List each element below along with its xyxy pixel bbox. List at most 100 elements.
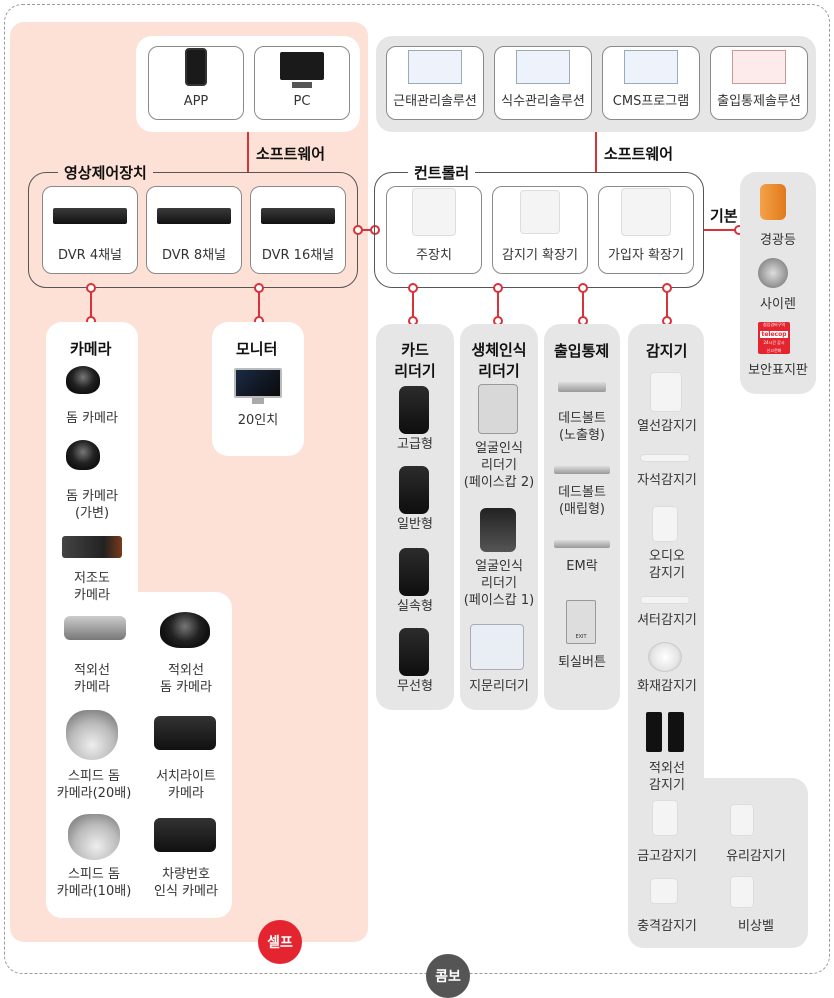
controller-card: 가입자 확장기 [598,186,694,274]
detector-item-label: 충격감지기 [637,919,697,934]
floorplan-icon [732,50,786,84]
searchlight-camera-icon [154,716,216,750]
dvr-label: DVR 16채널 [261,248,335,263]
em-lock-icon [554,540,610,548]
combo-badge: 콤보 [426,954,470,998]
connector-line [666,292,668,322]
deadbolt-flush-icon [554,466,610,474]
monitor-icon [234,368,282,398]
bio-reader-label: 얼굴인식 리더기 (페이스캅 1) [463,559,535,608]
subscriber-expander-icon [621,188,671,236]
dvr-card: DVR 16채널 [250,186,346,274]
video-control-title: 영상제어장치 [58,162,153,183]
app-card: APP [148,46,244,120]
card-reader-label: 실속형 [397,599,433,614]
face-reader-icon [478,384,518,434]
camera-item-label: 저조도 카메라 [74,571,110,603]
pc-card: PC [254,46,350,120]
combo-zone-border [4,4,830,974]
detector-item-label: 비상벨 [738,919,774,934]
pc-label: PC [293,94,311,109]
exit-button-text: EXIT [575,634,587,640]
detector-item-label: 금고감지기 [637,849,697,864]
controller-group [374,172,704,288]
siren-icon [758,258,788,288]
detector-item-label: 열선감지기 [637,419,697,434]
camera-item-label: 차량번호 인식 카메라 [154,867,218,899]
connector-dot [370,225,380,235]
software-label-left: 소프트웨어 [256,145,326,163]
sign-text: 24시간 감시 [763,340,785,346]
camera-item-label: 스피드 돔 카메라(10배) [56,867,132,899]
card-reader-title: 카드 리더기 [394,341,436,380]
connector-line [704,229,740,231]
connector-line [412,292,414,322]
infrared-dome-camera-icon [160,612,210,648]
controller-card: 주장치 [386,186,482,274]
camera-item-label: 적외선 돔 카메라 [160,663,212,695]
speed-dome-camera-10x-icon [68,814,120,860]
camera-item-label: 돔 카메라 [66,411,118,426]
camera-title: 카메라 [70,340,112,358]
software-label-right: 소프트웨어 [604,145,674,163]
monitor-title: 모니터 [236,340,278,358]
controller-label: 감지기 확장기 [502,248,578,263]
app-label: APP [183,94,209,109]
monitor-stand-icon [252,398,264,404]
basic-item-label: 보안표지판 [748,363,808,378]
dvr-icon [157,208,231,224]
pir-detector-icon [650,372,682,412]
fingerprint-reader-icon [470,624,524,670]
dvr-label: DVR 4채널 [57,248,123,263]
bio-reader-title: 생체인식 리더기 [471,341,527,380]
software-screen-icon [516,50,570,84]
card-reader-icon [399,548,429,596]
dome-camera-icon [66,366,100,394]
card-reader-label: 무선형 [397,679,433,694]
fire-detector-icon [648,642,682,672]
detector-item-label: 유리감지기 [726,849,786,864]
detector-expander-icon [520,190,560,234]
exit-button-icon: EXIT [566,600,596,644]
deadbolt-exposed-icon [558,382,606,392]
infrared-camera-icon [64,616,126,640]
card-reader-icon [399,628,429,676]
camera-item-label: 적외선 카메라 [74,663,110,695]
monitor-stand-icon [292,82,312,88]
controller-title: 컨트롤러 [408,162,476,183]
access-item-label: EM락 [566,559,598,574]
camera-item-label: 스피드 돔 카메라(20배) [56,769,132,801]
access-item-label: 퇴실버튼 [558,655,606,670]
detector-title: 감지기 [646,342,688,360]
varifocal-dome-camera-icon [66,440,100,470]
detector-item-label: 오디오 감지기 [649,549,685,581]
main-unit-icon [412,188,456,236]
connector-line [595,132,597,172]
solution-card-meal: 식수관리솔루션 [494,46,592,120]
controller-label: 가입자 확장기 [608,248,684,263]
audio-detector-icon [652,506,678,542]
basic-item-label: 사이렌 [760,297,796,312]
sign-text: telecop [760,330,788,338]
access-item-label: 데드볼트 (노출형) [558,411,606,443]
glass-break-detector-icon [730,804,754,836]
connector-line [497,292,499,322]
shutter-detector-icon [640,596,690,604]
self-badge: 셀프 [258,920,302,964]
software-screen-icon [624,50,678,84]
basic-item-label: 경광등 [760,233,796,248]
connector-line [247,132,249,172]
face-reader-icon [480,508,516,552]
security-sign-icon: 침입경비구역 telecop 24시간 감시 신고전화 [758,322,790,354]
solution-card-cms: CMS프로그램 [602,46,700,120]
sign-text: 침입경비구역 [762,322,786,327]
connector-line [362,229,372,231]
shock-detector-icon [650,878,678,904]
detector-item-label: 자석감지기 [637,473,697,488]
connector-line [582,292,584,322]
solution-label: 식수관리솔루션 [501,94,585,109]
basic-title: 기본 [710,207,738,225]
dvr-label: DVR 8채널 [161,248,227,263]
detector-item-label: 셔터감지기 [637,613,697,628]
monitor-icon [280,52,324,80]
